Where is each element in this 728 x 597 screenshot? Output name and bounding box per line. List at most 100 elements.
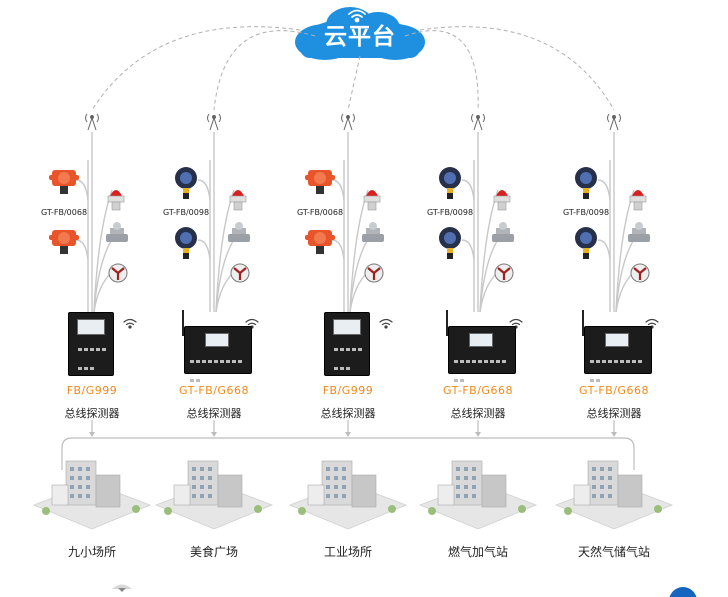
detector-feed-wire — [75, 179, 89, 201]
alarm-light-icon — [493, 190, 511, 211]
cloud-link-line — [213, 30, 316, 111]
antenna-tower-icon — [471, 113, 485, 131]
bus-controller-cabinet-tall — [68, 312, 114, 376]
cloud-platform-label: 云平台 — [324, 24, 396, 50]
detector-model-label: GT-FB/0068 — [40, 208, 88, 217]
drop-arrow-icon — [89, 432, 95, 437]
venue-building-icon — [288, 460, 408, 530]
gas-detector-orange-icon — [305, 230, 335, 254]
detector-model-label: GT-FB/0098 — [562, 208, 610, 217]
scroll-down-icon[interactable] — [112, 584, 132, 593]
controller-type-label: 总线探测器 — [186, 407, 242, 420]
controller-screen — [205, 333, 229, 347]
controller-screen — [333, 319, 361, 335]
venue-building-icon — [418, 460, 538, 530]
controller-wifi-icon — [123, 318, 137, 329]
drop-arrow-icon — [611, 432, 617, 437]
solenoid-valve-icon — [362, 222, 384, 242]
detector-model-label: GT-FB/0098 — [162, 208, 210, 217]
exhaust-fan-icon — [630, 263, 650, 283]
detector-feed-wire — [597, 179, 611, 201]
exhaust-fan-icon — [230, 263, 250, 283]
gas-detector-dark-icon — [575, 167, 597, 199]
exhaust-fan-icon — [364, 263, 384, 283]
detector-model-label: GT-FB/0068 — [296, 208, 344, 217]
gas-detector-dark-icon — [175, 227, 197, 259]
solenoid-valve-icon — [628, 222, 650, 242]
gas-detector-orange-icon — [49, 170, 79, 194]
exhaust-fan-icon — [108, 263, 128, 283]
bus-line — [61, 437, 635, 470]
corner-button-icon[interactable] — [669, 587, 697, 597]
antenna-tower-icon — [607, 113, 621, 131]
cloud-link-line — [91, 26, 301, 111]
venue-label: 天然气储气站 — [577, 545, 650, 559]
drop-arrow-icon — [475, 432, 481, 437]
controller-wifi-icon — [379, 318, 393, 329]
controller-keypad — [77, 337, 107, 375]
venue-building-icon — [154, 460, 274, 530]
antenna-towers — [85, 113, 621, 131]
gas-detector-orange-icon — [49, 230, 79, 254]
detector-feed-wire — [461, 179, 475, 201]
drop-arrow-icon — [211, 432, 217, 437]
detector-feed-wire — [331, 179, 345, 201]
controller-antenna-icon — [182, 310, 184, 336]
bus-controller-cabinet-tall — [324, 312, 370, 376]
cloud-link-line — [419, 26, 615, 111]
controller-keypad — [333, 337, 363, 375]
venue-building-icon — [554, 460, 674, 530]
controller-screen — [469, 333, 493, 347]
solenoid-valve-icon — [492, 222, 514, 242]
bus-controller-cabinet-wide — [184, 326, 252, 382]
detector-feed-wire — [331, 239, 345, 261]
alarm-light-icon — [107, 190, 125, 211]
controller-model-label: GT-FB/G668 — [579, 384, 649, 397]
detector-feed-wire — [461, 239, 475, 261]
controller-type-label: 总线探测器 — [586, 407, 642, 420]
detector-feed-wire — [597, 239, 611, 261]
drop-arrow-icon — [345, 432, 351, 437]
controller-model-label: FB/G999 — [322, 384, 374, 397]
cloud-wifi-icon — [348, 9, 366, 23]
controller-type-label: 总线探测器 — [450, 407, 506, 420]
exhaust-fan-icon — [494, 263, 514, 283]
gas-detector-dark-icon — [439, 227, 461, 259]
detector-wiring — [75, 132, 637, 313]
controller-antenna-icon — [446, 310, 448, 336]
alarm-light-icon — [629, 190, 647, 211]
antenna-tower-icon — [207, 113, 221, 131]
bus-controller-cabinet-wide — [448, 326, 516, 382]
venue-label: 美食广场 — [189, 545, 238, 559]
controller-type-label: 总线探测器 — [320, 407, 376, 420]
venue-label: 工业场所 — [323, 545, 372, 559]
cloud-link-line — [404, 30, 479, 111]
alarm-light-icon — [363, 190, 381, 211]
detectors — [49, 167, 659, 329]
solenoid-valve-icon — [228, 222, 250, 242]
gas-detector-orange-icon — [305, 170, 335, 194]
cloud-links — [91, 26, 615, 111]
alarm-light-icon — [229, 190, 247, 211]
controller-screen — [77, 319, 105, 335]
gas-detector-dark-icon — [439, 167, 461, 199]
bus-controller-cabinet-wide — [584, 326, 652, 382]
venue-building-icon — [32, 460, 152, 530]
antenna-tower-icon — [85, 113, 99, 131]
controller-model-label: GT-FB/G668 — [179, 384, 249, 397]
controller-bus — [61, 420, 635, 470]
detector-feed-wire — [75, 239, 89, 261]
venue-illustrations — [32, 460, 674, 530]
gas-detector-dark-icon — [175, 167, 197, 199]
controller-model-label: FB/G999 — [66, 384, 118, 397]
gas-detector-dark-icon — [575, 227, 597, 259]
controller-keypad — [189, 349, 247, 387]
detector-feed-wire — [197, 239, 211, 261]
controller-type-label: 总线探测器 — [64, 407, 120, 420]
venue-label: 九小场所 — [67, 545, 116, 559]
antenna-tower-icon — [341, 113, 355, 131]
controller-antenna-icon — [582, 310, 584, 336]
controller-keypad — [453, 349, 511, 387]
